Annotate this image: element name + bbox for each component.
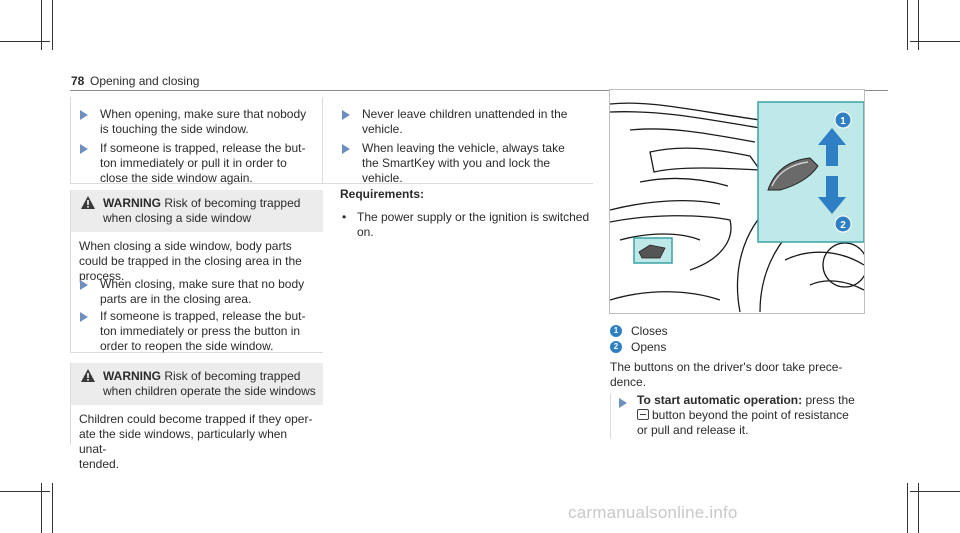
warning-header: WARNING Risk of becoming trapped when ch… xyxy=(71,363,323,405)
bullet-line: When leaving the vehicle, always take xyxy=(362,141,565,155)
window-switch-illustration: 1 2 xyxy=(609,89,865,314)
crop-mark xyxy=(907,0,908,50)
bullet-line: ton immediately or press the button in xyxy=(100,324,301,338)
door-panel-drawing: 1 2 xyxy=(610,101,864,313)
bullet-line: close the side window again. xyxy=(100,171,253,185)
bullet-line: Never leave children unattended in the xyxy=(362,107,568,121)
callout-2: 2 xyxy=(840,220,846,231)
bullet-line: When closing, make sure that no body xyxy=(100,277,305,291)
window-switch-icon xyxy=(637,409,649,420)
crop-mark xyxy=(910,491,960,492)
warning-body: When closing a side window, body parts c… xyxy=(71,232,323,292)
legend-label: Closes xyxy=(631,324,668,338)
bullet-arrow-icon xyxy=(80,110,88,120)
bullet-arrow-icon xyxy=(342,144,350,154)
safety-bullets-box xyxy=(322,97,593,184)
requirement-line: on. xyxy=(357,225,374,239)
bullet-line: parts are in the closing area. xyxy=(100,292,252,306)
bullet-arrow-icon xyxy=(342,110,350,120)
warning-label: WARNING xyxy=(103,369,161,383)
precedence-note: The buttons on the driver's door take pr… xyxy=(610,360,870,390)
bullet-dot: • xyxy=(342,210,347,224)
warning-box: WARNING Risk of becoming trapped when cl… xyxy=(70,190,323,353)
warning-heading: Risk of becoming trapped xyxy=(164,369,301,383)
bullet-arrow-icon xyxy=(619,398,627,408)
bullet-line: the SmartKey with you and lock the xyxy=(362,156,551,170)
crop-mark xyxy=(41,483,42,533)
warning-text: tended. xyxy=(79,457,120,471)
para-line: dence. xyxy=(610,375,647,389)
warning-heading: Risk of becoming trapped xyxy=(164,196,301,210)
crop-mark xyxy=(918,0,919,50)
step-text: press the xyxy=(802,393,855,407)
safety-bullets-box xyxy=(70,97,323,184)
warning-text: Children could become trapped if they op… xyxy=(79,412,313,426)
bullet-arrow-icon xyxy=(80,280,88,290)
step-text: or pull and release it. xyxy=(637,423,749,437)
warning-text: ate the side windows, particularly when … xyxy=(79,427,288,456)
warning-header: WARNING Risk of becoming trapped when cl… xyxy=(71,190,323,232)
section-title: Opening and closing xyxy=(90,74,200,88)
bullet-line: If someone is trapped, release the but- xyxy=(100,141,306,155)
warning-triangle-icon xyxy=(81,196,95,209)
legend-label: Opens xyxy=(631,340,667,354)
warning-body: Children could become trapped if they op… xyxy=(71,405,323,480)
warning-triangle-icon xyxy=(81,369,95,382)
bullet-line: If someone is trapped, release the but- xyxy=(100,309,306,323)
warning-box: WARNING Risk of becoming trapped when ch… xyxy=(70,363,323,471)
bullet-line: is touching the side window. xyxy=(100,122,249,136)
watermark: carmanualsonline.info xyxy=(568,503,738,522)
crop-mark xyxy=(0,491,50,492)
para-line: The buttons on the driver's door take pr… xyxy=(610,360,843,374)
bullet-arrow-icon xyxy=(80,144,88,154)
crop-mark xyxy=(52,0,53,50)
page-number: 78 xyxy=(71,74,85,88)
legend-number: 1 xyxy=(610,325,622,337)
warning-heading: when closing a side window xyxy=(103,211,252,225)
bullet-line: ton immediately or pull it in order to xyxy=(100,156,287,170)
callout-1: 1 xyxy=(840,116,846,127)
bullet-arrow-icon xyxy=(80,312,88,322)
header-rule xyxy=(70,90,888,91)
step-heading: To start automatic operation: xyxy=(637,393,803,407)
bullet-line: vehicle. xyxy=(362,122,403,136)
warning-text: process. xyxy=(79,269,125,283)
warning-text: When closing a side window, body parts xyxy=(79,239,292,253)
crop-mark xyxy=(41,0,42,50)
warning-text: could be trapped in the closing area in … xyxy=(79,254,302,268)
crop-mark xyxy=(0,41,50,42)
warning-heading: when children operate the side windows xyxy=(103,384,316,398)
legend-number: 2 xyxy=(610,341,622,353)
requirement-line: The power supply or the ignition is swit… xyxy=(357,210,590,224)
warning-label: WARNING xyxy=(103,196,161,210)
crop-mark xyxy=(918,483,919,533)
requirements-label: Requirements: xyxy=(340,187,425,201)
crop-mark xyxy=(907,483,908,533)
bullet-line: vehicle. xyxy=(362,171,403,185)
instruction-step: To start automatic operation: press the … xyxy=(610,393,871,439)
step-text: button beyond the point of resistance xyxy=(652,408,849,422)
crop-mark xyxy=(910,41,960,42)
bullet-line: order to reopen the side window. xyxy=(100,339,274,353)
crop-mark xyxy=(52,483,53,533)
bullet-line: When opening, make sure that nobody xyxy=(100,107,307,121)
